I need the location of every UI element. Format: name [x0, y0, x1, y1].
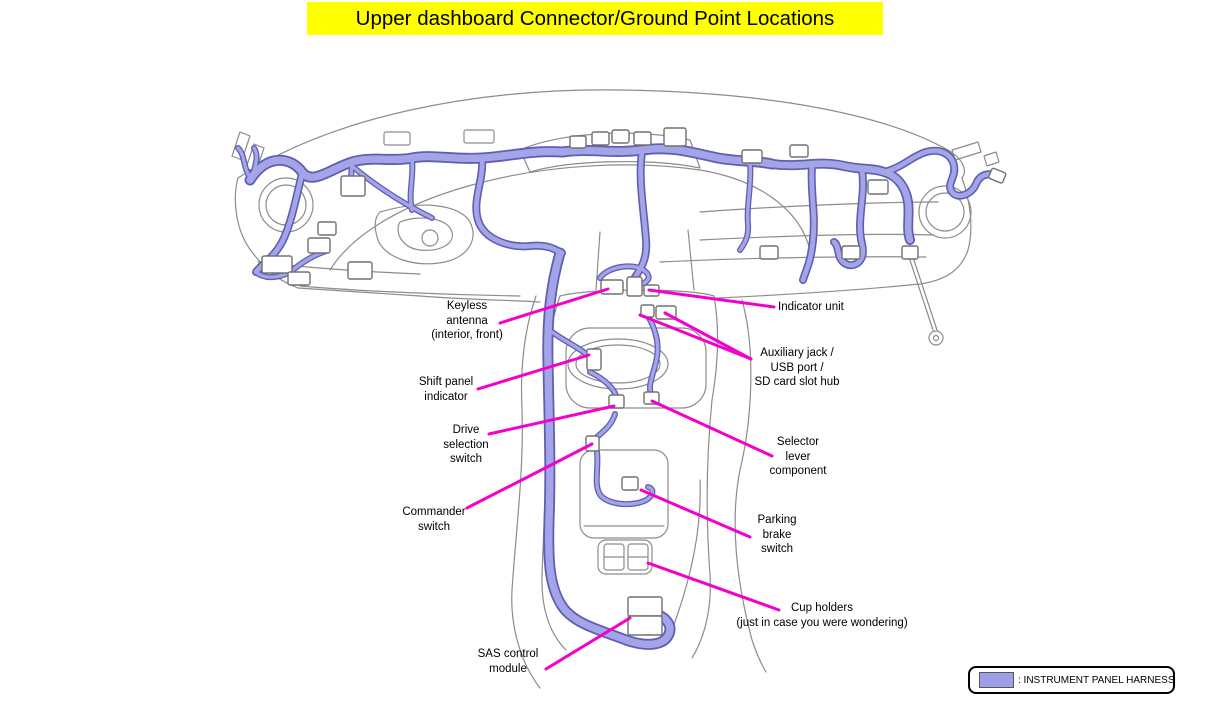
callout-cup-holders [646, 561, 781, 612]
label-keyless-antenna: Keyless antenna (interior, front) [431, 300, 503, 341]
legend-box: : INSTRUMENT PANEL HARNESS [968, 666, 1175, 694]
console-outer-right [734, 299, 767, 673]
connector-box [340, 175, 366, 197]
connector-box [867, 179, 889, 195]
sas-module-connector-top [627, 596, 663, 617]
label-shift-panel: Shift panel indicator [418, 376, 474, 403]
callout-selector-lever [650, 399, 774, 458]
dash-right-edge [717, 177, 972, 299]
connector-box [287, 271, 311, 286]
connector-box [307, 237, 331, 254]
console-leg-curve [667, 479, 701, 641]
harness-segment [476, 158, 562, 253]
glovebox-shelf-lines [659, 201, 939, 263]
dash-inner-sweep [329, 164, 811, 271]
connector-boxes [261, 127, 1007, 636]
callout-indicator-unit [647, 288, 776, 309]
callout-aux-hub-2 [663, 311, 753, 361]
page-title: Upper dashboard Connector/Ground Point L… [307, 2, 883, 35]
callout-aux-hub-1 [638, 313, 753, 361]
connector-box [741, 149, 763, 164]
callout-sas-module [544, 616, 632, 671]
connector-box [317, 221, 337, 236]
callout-commander [465, 442, 594, 510]
shifter-bezel [567, 338, 669, 390]
harness-segment [550, 330, 591, 358]
label-cup-holders: Cup holders (just in case you were wonde… [736, 602, 908, 629]
center-stack-sides [595, 229, 695, 291]
callout-lines [465, 287, 781, 671]
console-inner-right [691, 295, 719, 659]
connector-box [633, 131, 652, 146]
right-speaker-inner [925, 192, 965, 232]
steering-hub [421, 229, 439, 247]
label-selector-lever: Selector lever component [769, 436, 827, 477]
connector-box [626, 276, 643, 297]
sas-module-connector-bottom [627, 615, 663, 636]
ground-wire [905, 247, 938, 331]
harness-color-swatch [979, 672, 1014, 688]
connector-box [789, 144, 809, 158]
callout-parking-brake [639, 488, 752, 539]
label-aux-hub: Auxiliary jack / USB port / SD card slot… [754, 347, 840, 388]
connector-box [347, 261, 373, 280]
harness-segment [772, 164, 910, 240]
label-parking-brake: Parking brake switch [757, 514, 797, 555]
connector-box [591, 131, 610, 146]
label-commander: Commander switch [402, 506, 466, 533]
callout-keyless-antenna [498, 287, 610, 325]
callout-drive-selection [487, 404, 616, 436]
ground-bolt [928, 330, 944, 346]
harness-segment [250, 152, 562, 180]
right-mirror-flag [951, 141, 1000, 167]
storage-lid [579, 449, 669, 539]
shift-panel-indicator-connector [586, 348, 602, 371]
connector-box [841, 245, 861, 260]
connector-box [569, 135, 587, 149]
vent-box-center [463, 129, 495, 144]
vent-box-left [383, 131, 411, 146]
console-outer-left [511, 295, 541, 689]
connector-box [663, 127, 687, 147]
windshield-outline [237, 89, 965, 179]
parking-brake-switch-connector [621, 476, 639, 491]
connector-box [901, 245, 919, 260]
right-speaker [918, 185, 972, 239]
shifter-bezel-inner [575, 344, 661, 384]
shifter-panel [565, 327, 707, 409]
connector-box [759, 245, 779, 260]
connector-box [611, 129, 630, 144]
legend-label: : INSTRUMENT PANEL HARNESS [1018, 674, 1175, 686]
label-indicator-unit: Indicator unit [778, 301, 844, 313]
keyless-antenna-connector [600, 279, 624, 295]
label-sas-module: SAS control module [477, 648, 539, 675]
connector-box [988, 167, 1007, 184]
label-drive-selection: Drive selection switch [443, 424, 489, 465]
harness-segment [408, 156, 415, 212]
connector-box [261, 255, 293, 274]
ground-bolt-center [932, 334, 940, 342]
callout-shift-panel [476, 353, 591, 391]
cup-holder-unit [597, 539, 653, 575]
